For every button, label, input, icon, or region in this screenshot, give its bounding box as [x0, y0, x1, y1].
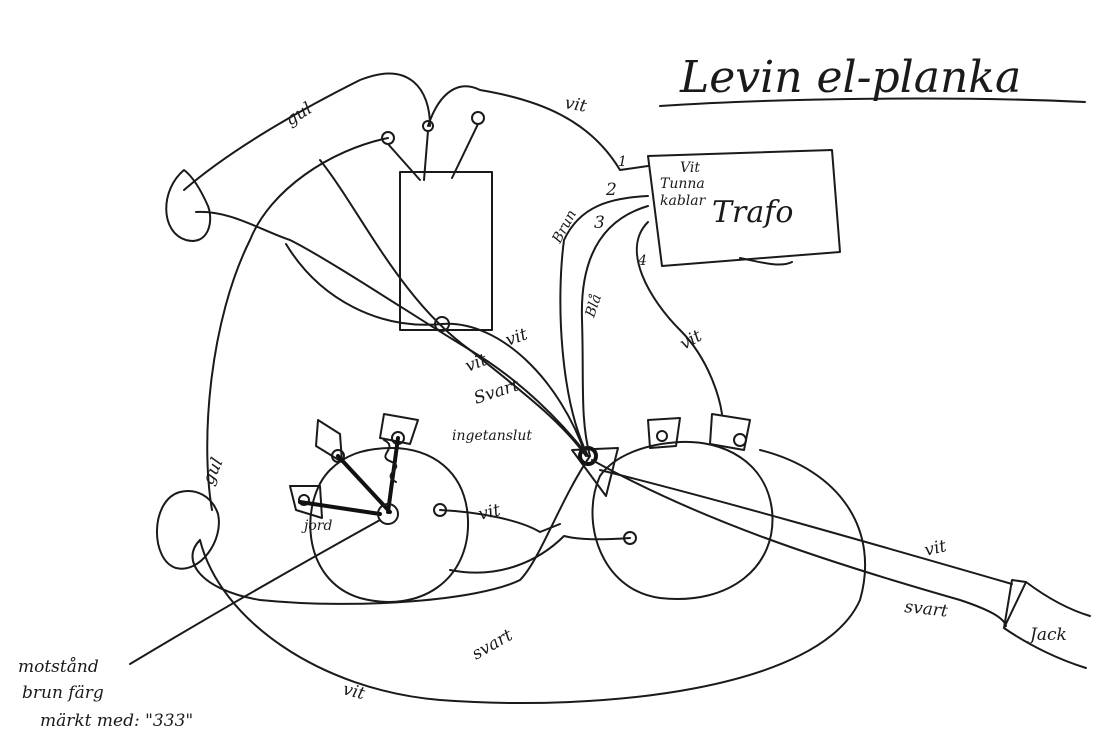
wire-label: vit [922, 536, 948, 561]
left-pot-body [309, 447, 470, 603]
trafo-label: Trafo [712, 195, 793, 230]
wire-vit-trafo [635, 221, 723, 415]
wire-bla [580, 205, 649, 457]
wire-gul-top [183, 72, 431, 191]
ground-label: jord [301, 518, 332, 534]
jack-label: Jack [1027, 625, 1067, 645]
wire-svart-jack [591, 459, 1007, 627]
resistor-note-line: märkt med: "333" [40, 711, 193, 731]
wire-svart-center [195, 210, 589, 457]
trafo-tail [739, 257, 793, 266]
resistor-pointer-line [129, 519, 381, 665]
trafo-box [647, 149, 841, 267]
trafo-terminal-1: 1 [618, 154, 627, 170]
wire-vit-top [427, 85, 649, 171]
wire-label: vit [503, 324, 531, 350]
wire-label: svart [469, 625, 517, 664]
trafo-terminal-3: 3 [594, 213, 605, 233]
pot-lug [379, 413, 419, 445]
trafo-note-line: kablar [660, 193, 707, 209]
wire-label: Blå [581, 292, 605, 320]
jack-wire-tails [1003, 581, 1091, 669]
trafo-terminal-4: 4 [637, 253, 647, 269]
trafo-note-line: Vit [680, 160, 700, 176]
solder-point [298, 494, 310, 506]
solder-point [733, 433, 747, 447]
wire-label: gul [282, 99, 316, 130]
resistor-note-line: brun färg [22, 683, 104, 703]
ground-solder-blob [377, 503, 399, 525]
ground-wires [298, 436, 400, 516]
solder-point [656, 430, 668, 442]
pot-lug [709, 413, 751, 451]
no-connection-label: ingetanslut [452, 428, 532, 444]
top-left-lug [165, 169, 212, 242]
wire-brun [559, 195, 649, 457]
pot-lug [289, 485, 323, 519]
wire-vit-bottom [199, 449, 867, 704]
trafo-note-line: Tunna [660, 176, 705, 192]
wire-label: svart [903, 597, 948, 621]
wire-pot-link [449, 535, 631, 574]
resistor-note-line: motstånd [18, 657, 99, 677]
wire-label: Svart [471, 375, 521, 408]
resistor-squiggle [383, 439, 398, 483]
wire-vit-center2 [319, 159, 587, 457]
wire-label: vit [563, 93, 588, 117]
wire-vit-pot [439, 509, 561, 533]
wire-label: gul [198, 455, 227, 488]
top-component-box [399, 171, 493, 331]
diagram-title: Levin el-planka [679, 52, 1021, 103]
wire-label: Brun [549, 207, 580, 246]
wire-gul-left [206, 137, 389, 511]
right-pot-body [591, 440, 774, 600]
solder-point [471, 111, 485, 125]
wire-vit-jack [599, 469, 1013, 585]
wire-svart-bottom [191, 455, 591, 605]
solder-point [331, 449, 345, 463]
wire-label: vit [476, 500, 502, 525]
pot-lug [647, 417, 681, 449]
component-leads [387, 123, 479, 181]
wire-vit-center1 [285, 243, 587, 457]
title-underline [659, 97, 1086, 107]
wire-label: vit [341, 679, 367, 704]
bottom-left-lug [156, 490, 220, 570]
wire-label: vit [462, 350, 490, 377]
jack-body [1003, 579, 1027, 629]
trafo-terminal-2: 2 [605, 180, 617, 200]
